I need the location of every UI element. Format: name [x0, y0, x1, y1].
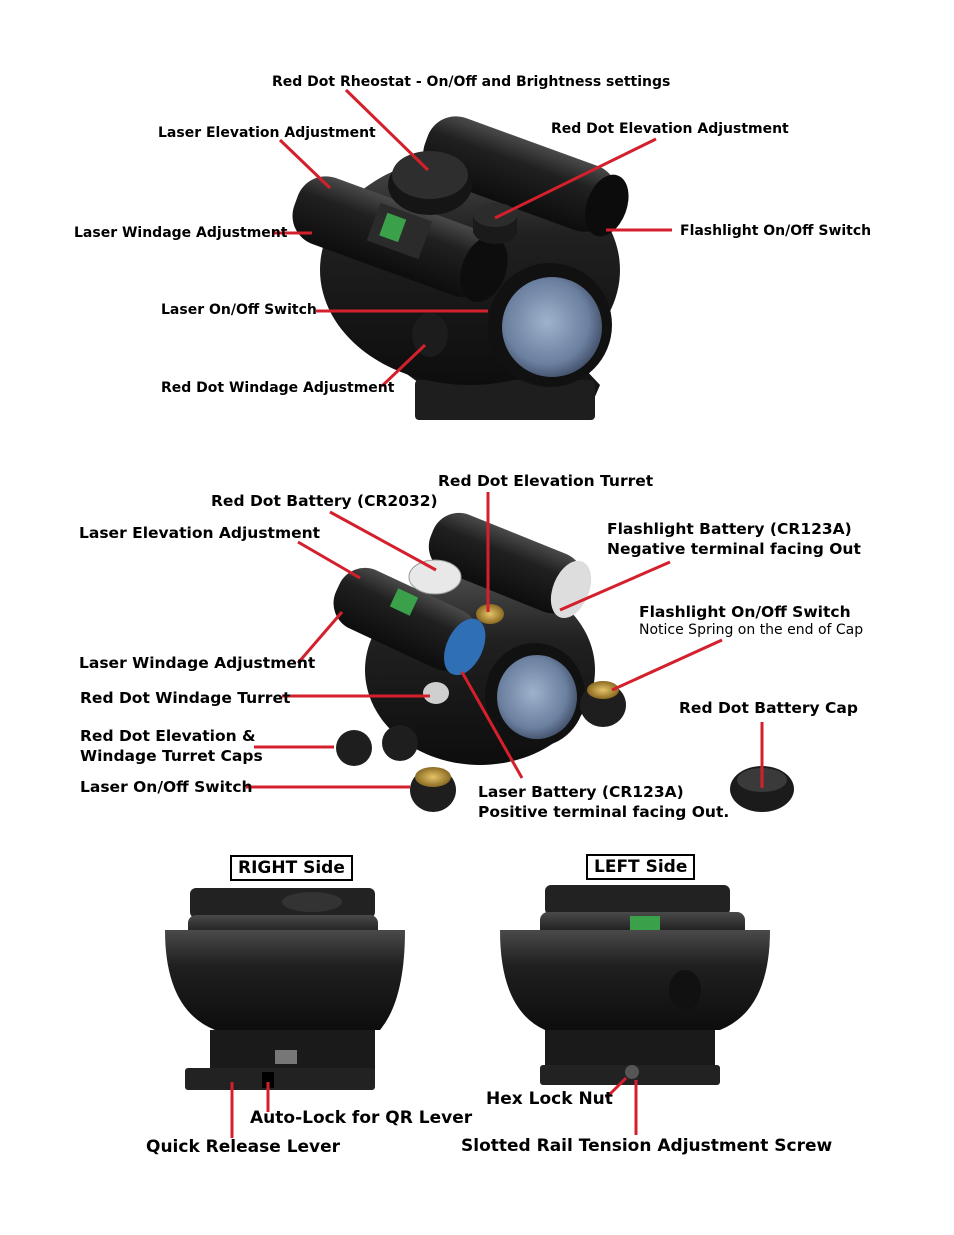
label-flashlight-battery: Flashlight Battery (CR123A) [607, 520, 852, 538]
label-red-dot-elevation-adjustment: Red Dot Elevation Adjustment [551, 121, 789, 137]
label-laser-elevation-adjustment: Laser Elevation Adjustment [158, 125, 376, 141]
pointers-section-2 [246, 492, 764, 789]
label-flashlight-battery-note: Negative terminal facing Out [607, 540, 861, 558]
label-hex-lock-nut: Hex Lock Nut [486, 1089, 613, 1109]
label-auto-lock: Auto-Lock for QR Lever [250, 1108, 473, 1128]
label-quick-release-lever: Quick Release Lever [146, 1137, 341, 1157]
label-red-dot-windage-adjustment: Red Dot Windage Adjustment [161, 380, 395, 396]
label-turret-caps-line1: Red Dot Elevation & [80, 727, 256, 745]
scope-left-side-photo [500, 885, 770, 1085]
pointers-section-3 [230, 1076, 638, 1138]
right-side-title: RIGHT Side [230, 855, 353, 881]
label-laser-battery: Laser Battery (CR123A) [478, 783, 684, 801]
scope-top-photo [292, 116, 629, 420]
label-laser-battery-note: Positive terminal facing Out. [478, 803, 730, 821]
label-flashlight-switch: Flashlight On/Off Switch [680, 223, 872, 239]
label-flashlight-switch-2: Flashlight On/Off Switch [639, 603, 851, 621]
label-turret-caps-line2: Windage Turret Caps [80, 747, 263, 765]
label-laser-elevation-adjustment-2: Laser Elevation Adjustment [79, 524, 321, 542]
label-laser-switch-2: Laser On/Off Switch [80, 778, 253, 796]
label-red-dot-battery: Red Dot Battery (CR2032) [211, 492, 438, 510]
label-laser-windage-adjustment: Laser Windage Adjustment [74, 225, 288, 241]
label-red-dot-elevation-turret: Red Dot Elevation Turret [438, 472, 654, 490]
label-laser-windage-adjustment-2: Laser Windage Adjustment [79, 654, 316, 672]
left-side-title: LEFT Side [586, 854, 696, 880]
label-red-dot-battery-cap: Red Dot Battery Cap [679, 699, 858, 717]
label-red-dot-rheostat: Red Dot Rheostat - On/Off and Brightness… [272, 74, 671, 90]
label-rail-tension-screw: Slotted Rail Tension Adjustment Screw [461, 1136, 833, 1156]
label-laser-switch: Laser On/Off Switch [161, 302, 317, 318]
label-flashlight-spring-note: Notice Spring on the end of Cap [639, 622, 864, 638]
scope-right-side-photo [165, 888, 405, 1090]
label-red-dot-windage-turret: Red Dot Windage Turret [80, 689, 291, 707]
pointers-section-1 [274, 88, 672, 388]
scope-middle-photo [333, 512, 794, 812]
